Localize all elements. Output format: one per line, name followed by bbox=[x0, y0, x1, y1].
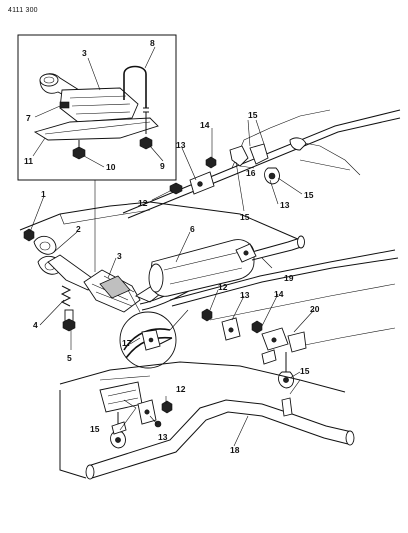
inset-clip bbox=[59, 101, 70, 109]
tail-pipe bbox=[85, 397, 355, 480]
diagram-code: 4111 300 bbox=[8, 7, 38, 14]
detail-circle bbox=[119, 289, 189, 369]
callout-14: 14 bbox=[200, 120, 210, 130]
callout-13: 13 bbox=[176, 140, 186, 150]
callout-16: 16 bbox=[246, 168, 256, 178]
callout-13b: 13 bbox=[280, 200, 290, 210]
callout-13d: 13 bbox=[158, 432, 168, 442]
inset-detail bbox=[17, 34, 177, 181]
callout-15c: 15 bbox=[304, 190, 314, 200]
callout-13c: 13 bbox=[240, 290, 250, 300]
callout-3: 3 bbox=[82, 48, 87, 58]
callout-3b: 3 bbox=[117, 251, 122, 261]
crossmember bbox=[19, 201, 301, 241]
callout-8: 8 bbox=[150, 38, 155, 48]
manifold-gasket bbox=[33, 235, 57, 255]
callout-1: 1 bbox=[41, 189, 46, 199]
inset-bolt bbox=[72, 146, 86, 160]
callout-18: 18 bbox=[230, 445, 240, 455]
callout-12c: 12 bbox=[176, 384, 186, 394]
inset-nut bbox=[139, 136, 153, 150]
upper-bolt-14 bbox=[205, 156, 217, 169]
callout-6: 6 bbox=[190, 224, 195, 234]
spring bbox=[60, 285, 72, 307]
stud-1 bbox=[23, 228, 35, 242]
callout-12: 12 bbox=[138, 198, 148, 208]
callout-14b: 14 bbox=[274, 289, 284, 299]
inset-heat-shield bbox=[33, 117, 159, 141]
callout-10: 10 bbox=[106, 162, 116, 172]
inset-u-bolt bbox=[123, 65, 147, 108]
callout-15b: 15 bbox=[248, 110, 258, 120]
front-pipe-assembly bbox=[23, 228, 93, 332]
underbody-rail-mid bbox=[169, 249, 399, 389]
callout-7: 7 bbox=[26, 113, 31, 123]
rail-hanger bbox=[249, 143, 269, 165]
callout-9: 9 bbox=[160, 161, 165, 171]
rail-bracket bbox=[229, 145, 249, 167]
callout-19: 19 bbox=[284, 273, 294, 283]
inset-frame bbox=[17, 34, 177, 181]
callout-5: 5 bbox=[67, 353, 72, 363]
rear-frame bbox=[59, 361, 346, 479]
callout-15a: 15 bbox=[240, 212, 250, 222]
underbody-rail-upper bbox=[122, 109, 401, 219]
callout-15e: 15 bbox=[90, 424, 100, 434]
callout-labels: 3 8 7 11 10 9 1 2 3 4 5 6 14 13 12 15 15… bbox=[24, 38, 320, 455]
callout-4: 4 bbox=[33, 320, 38, 330]
callout-12b: 12 bbox=[218, 282, 228, 292]
callout-20: 20 bbox=[310, 304, 320, 314]
muffler bbox=[148, 235, 305, 297]
inset-pipe-end bbox=[39, 73, 59, 87]
callout-17: 17 bbox=[122, 338, 132, 348]
leader-lines bbox=[29, 119, 315, 447]
callout-15d: 15 bbox=[300, 366, 310, 376]
catalytic-converter bbox=[83, 269, 141, 313]
callout-2: 2 bbox=[76, 224, 81, 234]
callout-11: 11 bbox=[24, 156, 33, 166]
